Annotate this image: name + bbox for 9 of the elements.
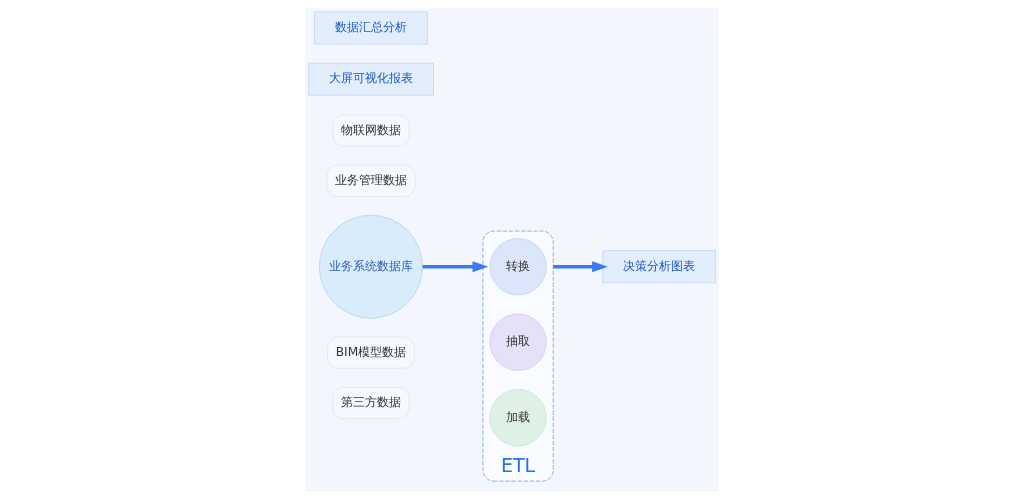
node-circle: 加载 — [489, 389, 547, 447]
node-circle: 转换 — [489, 238, 547, 296]
node-box: 大屏可视化报表 — [308, 62, 434, 96]
node-circle: 抽取 — [489, 313, 547, 371]
arrow — [422, 261, 489, 273]
node-box: 决策分析图表 — [602, 250, 716, 284]
arrow — [553, 261, 608, 273]
node-box: 数据汇总分析 — [314, 11, 428, 45]
node-circle: 业务系统数据库 — [319, 214, 423, 319]
